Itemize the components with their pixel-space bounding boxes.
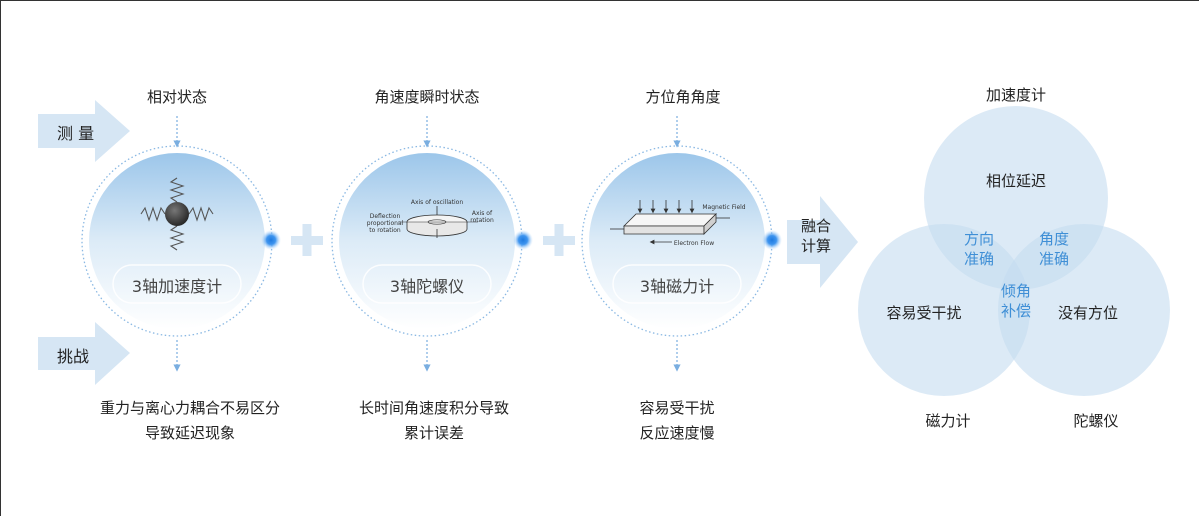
sensor-name-gyroscope: 3轴陀螺仪 bbox=[389, 277, 465, 296]
venn-overlap-top-left: 方向 准确 bbox=[963, 230, 995, 268]
challenge-arrow bbox=[38, 322, 130, 385]
challenge-row-label: 挑战 bbox=[57, 347, 90, 366]
measure-label-magnetometer: 方位角角度 bbox=[645, 88, 721, 106]
venn-text-left: 容易受干扰 bbox=[886, 304, 962, 322]
venn-text-right: 没有方位 bbox=[1057, 304, 1119, 322]
venn-title-magnetometer: 磁力计 bbox=[925, 412, 971, 430]
measure-label-gyroscope: 角速度瞬时状态 bbox=[374, 88, 480, 106]
sensor-name-accelerometer: 3轴加速度计 bbox=[131, 277, 223, 296]
measure-arrow bbox=[38, 100, 130, 162]
venn-circle-gyroscope bbox=[998, 224, 1170, 396]
gyro-disc-icon: Axis of oscillation Deflection proportio… bbox=[367, 199, 494, 238]
sensor-name-magnetometer: 3轴磁力计 bbox=[639, 277, 715, 296]
venn-diagram bbox=[858, 106, 1170, 396]
challenge-text-gyroscope: 长时间角速度积分导致 累计误差 bbox=[358, 399, 510, 442]
spring-mass-icon bbox=[140, 177, 214, 251]
venn-title-gyroscope: 陀螺仪 bbox=[1073, 412, 1119, 430]
gyro-deflection-label-3: to rotation bbox=[369, 227, 401, 234]
glow-dot bbox=[762, 230, 782, 250]
venn-overlap-center: 倾角 补偿 bbox=[1000, 282, 1032, 320]
electron-flow-label: Electron Flow bbox=[674, 240, 714, 247]
challenge-text-accelerometer: 重力与离心力耦合不易区分 导致延迟现象 bbox=[99, 399, 281, 442]
glow-dot bbox=[261, 230, 281, 250]
sensor-circle-gyroscope bbox=[331, 145, 523, 337]
gyro-deflection-label-1: Deflection bbox=[370, 213, 401, 220]
sensor-circle-accelerometer bbox=[81, 145, 273, 337]
gyro-axis-rot-label-1: Axis of bbox=[472, 210, 493, 217]
gyro-deflection-label-2: proportional bbox=[367, 220, 404, 227]
venn-overlap-top-right: 角度 准确 bbox=[1038, 230, 1070, 268]
fusion-label: 融合 计算 bbox=[800, 217, 832, 255]
glow-dot bbox=[513, 230, 533, 250]
gyro-axis-rot-label-2: rotation bbox=[470, 217, 494, 224]
measure-row-label: 测 量 bbox=[57, 124, 95, 143]
challenge-text-magnetometer: 容易受干扰 反应速度慢 bbox=[639, 399, 715, 442]
venn-title-accelerometer: 加速度计 bbox=[985, 86, 1047, 104]
venn-circle-magnetometer bbox=[858, 224, 1030, 396]
fusion-arrow bbox=[787, 196, 858, 288]
plus-icon bbox=[291, 224, 323, 256]
measure-label-accelerometer: 相对状态 bbox=[146, 88, 208, 106]
gyro-axis-osc-label: Axis of oscillation bbox=[411, 199, 464, 206]
venn-text-top: 相位延迟 bbox=[985, 172, 1047, 190]
magnet-plate-icon: Magnetic Field Electron Flow bbox=[610, 200, 746, 247]
magnet-field-label: Magnetic Field bbox=[702, 204, 745, 211]
plus-icon bbox=[543, 224, 575, 256]
